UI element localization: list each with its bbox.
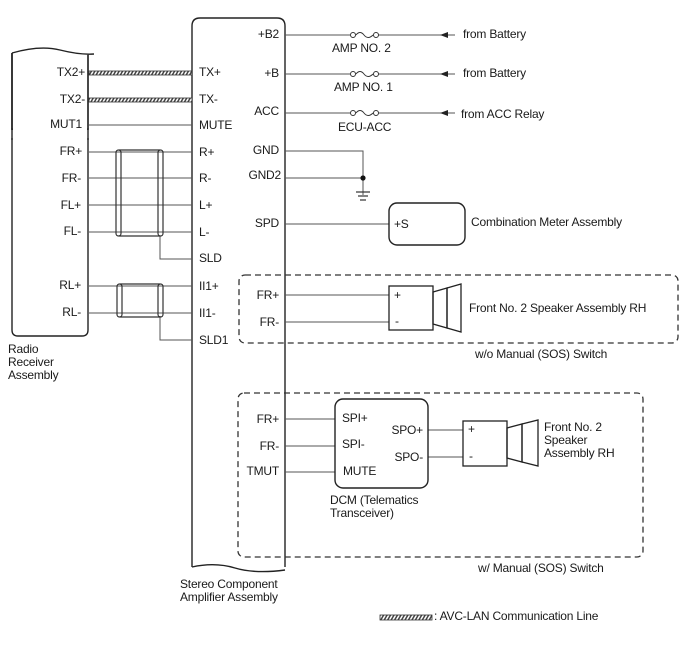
avc-lan-line-tx-minus [88, 97, 193, 103]
w-sos-amp-pin-tmut: TMUT [246, 464, 279, 478]
radio-pin-fr-plus: FR+ [59, 144, 83, 158]
radio-receiver-label: Radio Receiver Assembly [8, 342, 59, 382]
radio-pin-tx2-minus: TX2- [59, 92, 85, 106]
dcm-pin-spi-plus: SPI+ [342, 411, 368, 425]
amp-pin-l-plus: L+ [199, 198, 213, 212]
combination-meter-label: Combination Meter Assembly [471, 215, 622, 229]
avc-lan-line-tx-plus [88, 70, 193, 76]
radio-receiver-label-line: Receiver [8, 355, 54, 369]
w-sos-speaker-pin-minus: - [469, 449, 473, 463]
w-sos-speaker-pin-plus: + [468, 422, 475, 436]
radio-pin-rl-plus: RL+ [59, 278, 81, 292]
w-sos-speaker-label: Front No. 2 Speaker Assembly RH [544, 420, 615, 460]
amplifier-outline [191, 17, 286, 567]
amp-pin-l-minus: L- [199, 225, 210, 239]
radio-pin-fl-minus: FL- [63, 224, 82, 238]
w-sos-caption: w/ Manual (SOS) Switch [478, 561, 604, 575]
combination-meter-pin-s: +S [394, 217, 409, 231]
junction-dot [360, 175, 366, 181]
w-sos-speaker-label-line: Speaker [544, 433, 588, 447]
radio-receiver-label-line: Assembly [8, 368, 59, 382]
radio-pin-tx2-plus: TX2+ [56, 65, 85, 79]
dcm-pin-spo-plus: SPO+ [391, 423, 423, 437]
amplifier-label-line: Amplifier Assembly [180, 590, 278, 604]
dcm-box [334, 398, 429, 489]
shield-rear [116, 283, 164, 318]
legend-avc-lan-label: : AVC-LAN Communication Line [434, 609, 599, 623]
amp-pin-b2: +B2 [257, 27, 279, 41]
combination-meter-box [388, 202, 466, 246]
source-battery-2: from Battery [463, 66, 526, 80]
wo-sos-speaker-pin-minus: - [395, 314, 399, 328]
shield-front [115, 149, 164, 237]
amp-pin-spd: SPD [254, 216, 279, 230]
w-sos-amp-pin-fr-minus: FR- [259, 439, 280, 453]
fuse-ecu-acc-label: ECU-ACC [338, 120, 392, 134]
w-sos-amp-pin-fr-plus: FR+ [256, 412, 280, 426]
amp-pin-r-minus: R- [199, 171, 212, 185]
wo-sos-caption: w/o Manual (SOS) Switch [475, 347, 608, 361]
amp-pin-gnd: GND [252, 143, 279, 157]
wo-sos-speaker-pin-plus: + [394, 288, 401, 302]
amp-pin-r-plus: R+ [199, 145, 215, 159]
w-sos-region [237, 392, 644, 558]
ground-icon [356, 191, 370, 201]
radio-receiver-label-line: Radio [8, 342, 39, 356]
w-sos-speaker-label-line: Front No. 2 [544, 420, 602, 434]
source-battery-1: from Battery [463, 27, 526, 41]
amp-pin-sld1: SLD1 [199, 333, 229, 347]
w-sos-speaker-label-line: Assembly RH [544, 446, 615, 460]
legend-avc-lan-swatch [379, 614, 433, 621]
amp-pin-mute: MUTE [199, 118, 233, 132]
amplifier-label-line: Stereo Component [180, 577, 278, 591]
dcm-pin-spo-minus: SPO- [394, 450, 423, 464]
wo-sos-amp-pin-fr-plus: FR+ [256, 288, 280, 302]
source-acc-relay: from ACC Relay [461, 107, 545, 121]
dcm-pin-spi-minus: SPI- [342, 437, 365, 451]
dcm-pin-mute: MUTE [343, 464, 377, 478]
radio-pin-rl-minus: RL- [62, 305, 81, 319]
fuse-amp-no2-label: AMP NO. 2 [332, 41, 391, 55]
radio-pin-fl-plus: FL+ [60, 198, 82, 212]
dcm-label-line: DCM (Telematics [330, 493, 419, 507]
amp-pin-tx-minus: TX- [199, 92, 218, 106]
amplifier-label: Stereo Component Amplifier Assembly [180, 578, 278, 604]
dcm-label: DCM (Telematics Transceiver) [330, 493, 419, 520]
dcm-label-line: Transceiver) [330, 506, 394, 520]
fuse-amp-no1-label: AMP NO. 1 [334, 80, 393, 94]
wo-sos-speaker-label: Front No. 2 Speaker Assembly RH [469, 301, 647, 315]
wo-sos-region [238, 274, 679, 344]
speaker-icon [462, 419, 539, 467]
speaker-icon [388, 283, 462, 333]
radio-pin-fr-minus: FR- [61, 171, 82, 185]
radio-pin-mut1: MUT1 [50, 117, 82, 131]
amp-pin-ii1-minus: II1- [199, 306, 216, 320]
amp-pin-gnd2: GND2 [248, 168, 281, 182]
arrow-icons [440, 32, 448, 116]
amp-pin-ii1-plus: II1+ [199, 279, 219, 293]
amp-pin-b: +B [264, 66, 279, 80]
amp-pin-sld: SLD [199, 251, 222, 265]
amp-pin-acc: ACC [254, 104, 279, 118]
amp-pin-tx-plus: TX+ [199, 65, 221, 79]
wo-sos-amp-pin-fr-minus: FR- [259, 315, 280, 329]
fuse-symbols [350, 32, 379, 116]
